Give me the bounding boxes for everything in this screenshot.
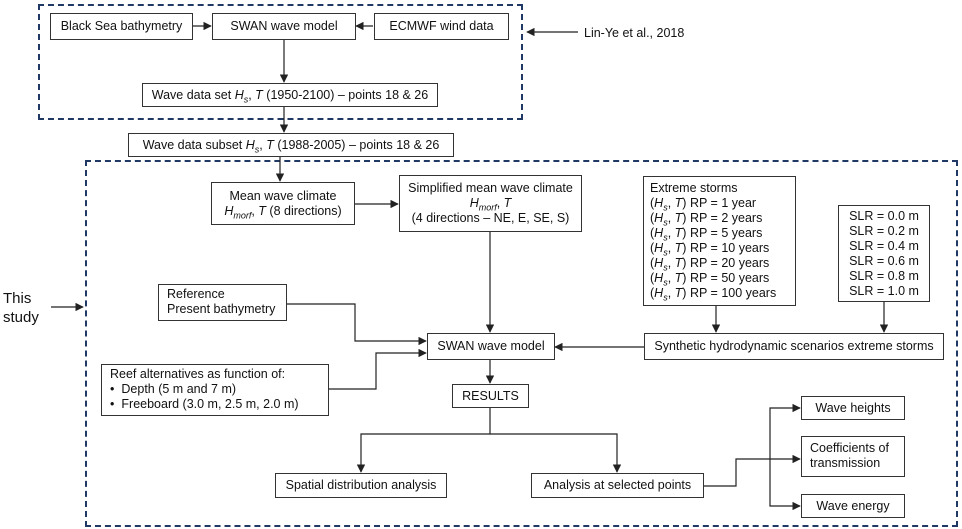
- swan-wave-model-top-box: SWAN wave model: [212, 13, 356, 40]
- slr-row: SLR = 1.0 m: [849, 283, 919, 298]
- arrow-analysis-to-heights: [704, 403, 801, 487]
- wave-dataset-box: Wave data set Hs, T (1950-2100) – points…: [142, 83, 438, 107]
- reef-alternative-item: Depth (5 m and 7 m): [120, 382, 322, 397]
- reference-bathymetry-box: Reference Present bathymetry: [158, 284, 287, 321]
- bathymetry-box: Black Sea bathymetry: [50, 13, 193, 40]
- slr-row: SLR = 0.6 m: [849, 253, 919, 268]
- extreme-storm-row: (Hs, T) RP = 100 years: [650, 286, 777, 303]
- slr-row: SLR = 0.4 m: [849, 238, 919, 253]
- results-box: RESULTS: [452, 384, 529, 408]
- wave-energy-box: Wave energy: [801, 494, 905, 518]
- reef-alternatives-box: Reef alternatives as function of: Depth …: [101, 364, 329, 416]
- mean-wave-climate-box: Mean wave climate Hmorf, T (8 directions…: [211, 182, 355, 225]
- arrow-reference-to-swan: [287, 303, 427, 346]
- arrow-analysis-to-energy: [769, 459, 801, 511]
- reef-alternatives-list: Depth (5 m and 7 m)Freeboard (3.0 m, 2.5…: [110, 382, 322, 412]
- slr-row: SLR = 0.8 m: [849, 268, 919, 283]
- extreme-storm-row: (Hs, T) RP = 1 year: [650, 196, 757, 213]
- extreme-storms-list: (Hs, T) RP = 1 year(Hs, T) RP = 2 years(…: [650, 196, 789, 303]
- coefficients-transmission-box: Coefficients of transmission: [801, 436, 905, 477]
- synthetic-scenarios-box: Synthetic hydrodynamic scenarios extreme…: [644, 333, 944, 360]
- extreme-storm-row: (Hs, T) RP = 5 years: [650, 226, 763, 243]
- arrow-results-to-analysis: [490, 433, 622, 473]
- this-study-label: This study: [3, 290, 39, 326]
- arrow-results-to-outputs: [356, 407, 491, 473]
- wave-data-subset-box: Wave data subset Hs, T (1988-2005) – poi…: [128, 133, 454, 157]
- ecmwf-wind-box: ECMWF wind data: [374, 13, 509, 40]
- analysis-selected-points-box: Analysis at selected points: [531, 473, 704, 498]
- simplified-mean-climate-box: Simplified mean wave climate Hmorf, T (4…: [399, 175, 582, 232]
- arrow-reef-to-swan: [329, 348, 427, 390]
- citation-label: Lin-Ye et al., 2018: [584, 26, 685, 40]
- extreme-storm-row: (Hs, T) RP = 2 years: [650, 211, 763, 228]
- slr-row: SLR = 0.0 m: [849, 208, 919, 223]
- extreme-storm-row: (Hs, T) RP = 50 years: [650, 271, 770, 288]
- lin-ye-group-frame: [38, 4, 523, 120]
- swan-wave-model-box: SWAN wave model: [427, 333, 555, 360]
- extreme-storms-box: Extreme storms (Hs, T) RP = 1 year(Hs, T…: [643, 176, 796, 306]
- spatial-distribution-box: Spatial distribution analysis: [275, 473, 447, 498]
- extreme-storm-row: (Hs, T) RP = 20 years: [650, 256, 770, 273]
- extreme-storm-row: (Hs, T) RP = 10 years: [650, 241, 770, 258]
- this-study-group-frame: [85, 160, 958, 527]
- wave-heights-box: Wave heights: [801, 396, 905, 420]
- slr-row: SLR = 0.2 m: [849, 223, 919, 238]
- reef-alternative-item: Freeboard (3.0 m, 2.5 m, 2.0 m): [120, 397, 322, 412]
